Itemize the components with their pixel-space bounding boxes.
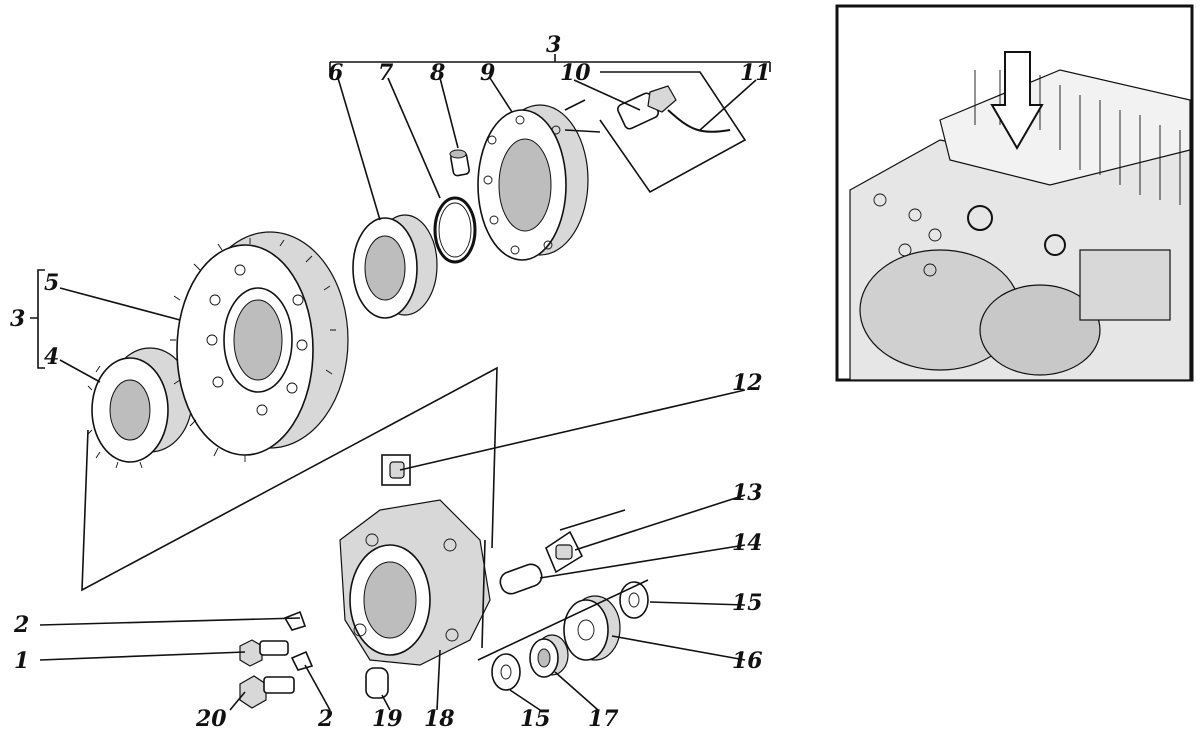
part-2-lock-plate-upper [283, 610, 307, 631]
part-7-snap-ring [433, 196, 477, 264]
part-19-dowel [365, 667, 389, 699]
label-14: 14 [732, 530, 763, 556]
parts-10-11-bracket [564, 71, 747, 194]
part-20-bolt [239, 675, 295, 709]
label-12: 12 [732, 370, 763, 396]
part-11-wire [667, 109, 731, 133]
part-9-gear-ring [477, 104, 589, 261]
part-8-pin [449, 149, 470, 177]
label-2-lower: 2 [317, 706, 333, 732]
part-6-bearing [352, 214, 438, 319]
part-5-large-gear [170, 231, 349, 462]
label-4: 4 [44, 344, 59, 370]
label-20: 20 [195, 706, 227, 732]
label-15-bottom: 15 [520, 706, 551, 732]
part-17-bearing [529, 634, 569, 678]
part-14-axle [499, 563, 543, 595]
part-labels: 3 6 7 8 9 10 11 5 3 4 12 13 14 15 16 2 1… [10, 32, 771, 732]
label-15-right: 15 [732, 590, 763, 616]
label-9: 9 [480, 60, 495, 86]
label-13: 13 [732, 480, 763, 506]
part-18-hub [339, 499, 491, 666]
label-2-upper: 2 [13, 612, 29, 638]
gear-9-holes [483, 115, 561, 255]
assembly-lines [81, 366, 649, 661]
label-5: 5 [44, 270, 59, 296]
part-13-plug [545, 530, 584, 574]
leader-lines [39, 77, 757, 711]
label-18: 18 [424, 706, 455, 732]
label-7: 7 [378, 60, 394, 86]
downward-arrow-icon [990, 51, 1044, 150]
part-15-washer-upper [619, 581, 649, 619]
label-11: 11 [740, 60, 771, 86]
label-10: 10 [560, 60, 591, 86]
group-3-left-bracket [30, 269, 45, 369]
part-10-sensor [617, 85, 677, 130]
label-6: 6 [328, 60, 343, 86]
group-3-top-bracket [329, 54, 771, 72]
part-2-lock-plate-lower [290, 650, 314, 671]
part-15-washer-lower [491, 653, 521, 691]
label-8: 8 [429, 60, 445, 86]
gear-5-bolt-holes [206, 264, 308, 416]
label-3-left: 3 [10, 306, 25, 332]
label-1: 1 [14, 648, 29, 674]
part-1-bolt [239, 639, 289, 667]
part-4-spline-gear [87, 347, 193, 469]
label-17: 17 [588, 706, 619, 732]
label-16: 16 [732, 648, 763, 674]
inset-engine-view [835, 4, 1194, 382]
part-12-plug [381, 454, 411, 486]
inset-machinery [849, 69, 1191, 381]
label-19: 19 [372, 706, 403, 732]
label-3-top: 3 [546, 32, 561, 58]
